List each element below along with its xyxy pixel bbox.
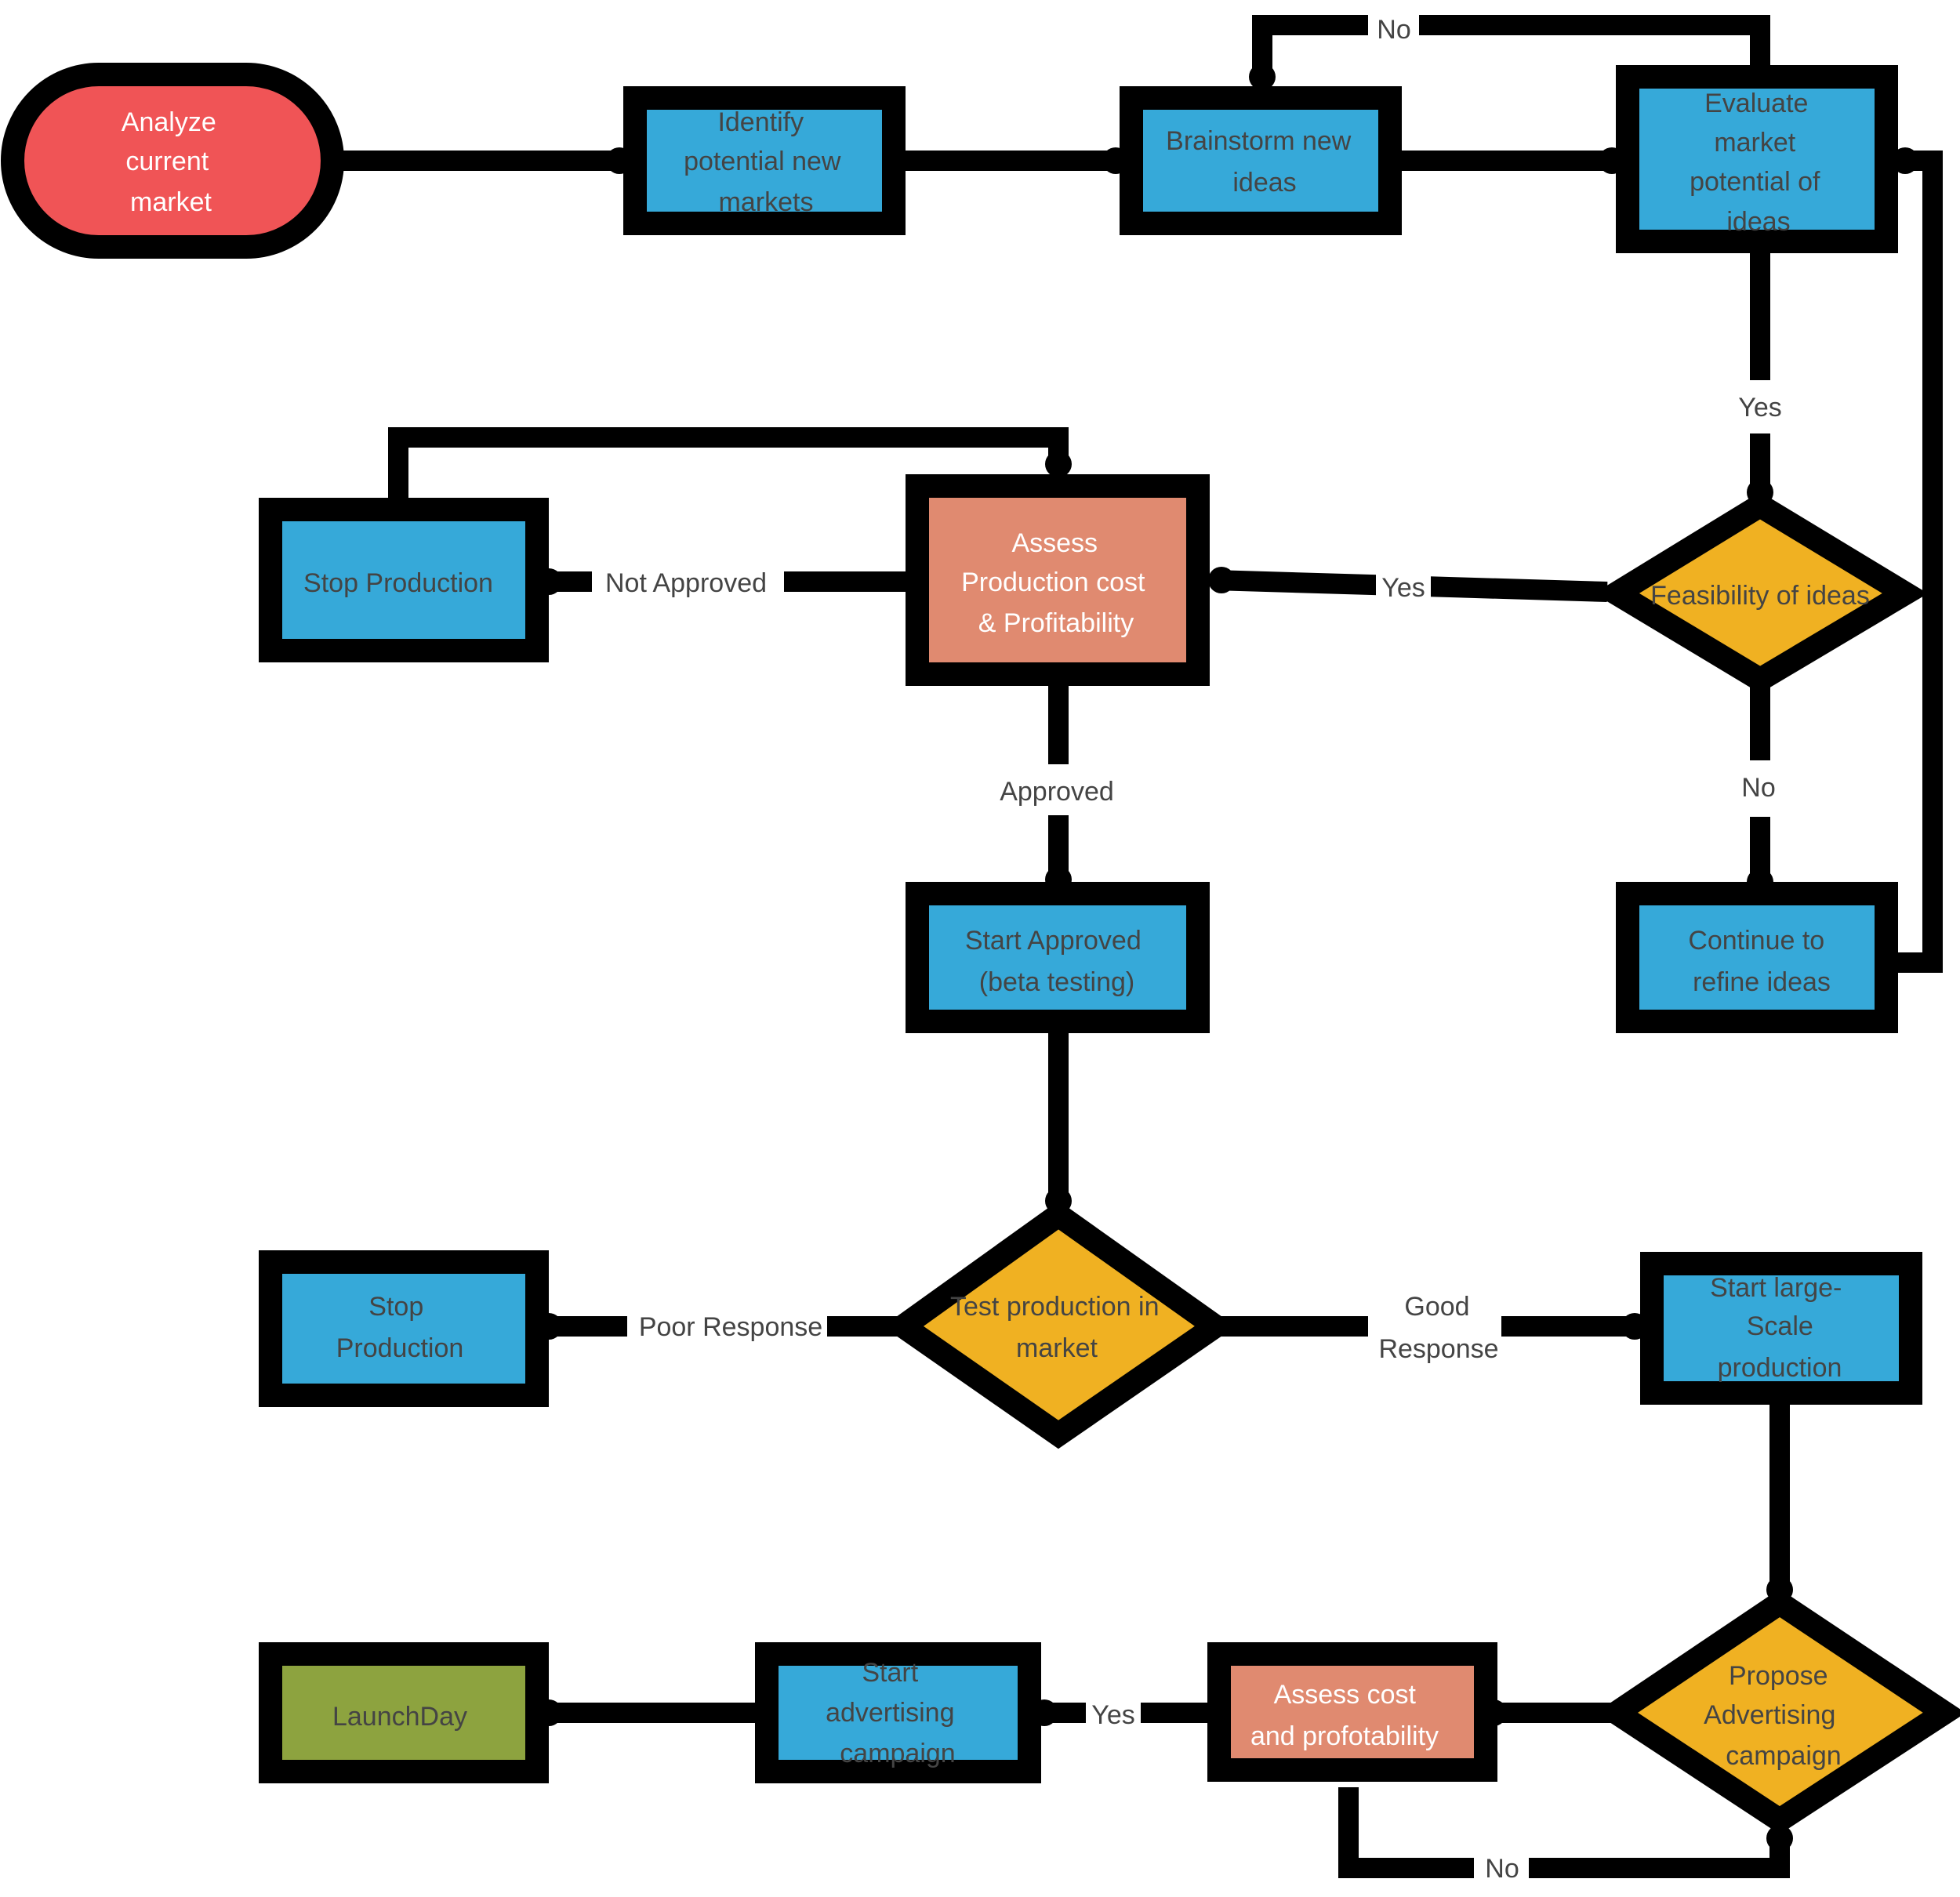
node-propose-shape xyxy=(1595,1588,1960,1834)
node-brainstorm-shape xyxy=(1120,86,1402,235)
edge-label-bg xyxy=(1376,568,1431,609)
node-refine-shape xyxy=(1616,882,1898,1033)
edge-label-bg xyxy=(1368,8,1419,45)
node-beta-shape xyxy=(906,882,1210,1033)
edge-label-feasibility-yes: Yes xyxy=(1381,573,1425,603)
node-refine-label: Continue to refine ideas xyxy=(1688,926,1831,997)
connector-dot xyxy=(1892,147,1918,174)
node-stop1-label: Stop Production xyxy=(303,568,493,598)
node-stop1-shape xyxy=(259,498,549,662)
node-assess-cost-label: Assess cost and profotability xyxy=(1250,1680,1439,1751)
node-evaluate-shape xyxy=(1616,65,1898,253)
node-feasibility-shape xyxy=(1594,491,1929,694)
edge-label-cost-yes: Yes xyxy=(1091,1700,1134,1730)
connector-dot xyxy=(1249,63,1276,90)
node-largescale-label: Start large- Scale production xyxy=(1710,1273,1849,1383)
node-feasibility-label: Feasibility of ideas xyxy=(1650,581,1870,611)
edge-label-approved: Approved xyxy=(1000,777,1114,807)
connector-dot xyxy=(1045,451,1072,477)
connector-dot xyxy=(1208,567,1235,593)
node-assess-prod-label: Assess Production cost & Profitability xyxy=(961,528,1152,638)
node-beta-label: Start Approved (beta testing) xyxy=(965,926,1149,997)
edge-label-bg xyxy=(592,560,784,604)
node-assess-cost-shape xyxy=(1207,1642,1497,1782)
node-advertising-label: Start advertising campaign xyxy=(826,1658,962,1768)
node-stop2-shape xyxy=(259,1250,549,1407)
edge-label-bg xyxy=(1729,380,1791,433)
node-identify-shape xyxy=(623,86,906,235)
node-stop2-label: Stop Production xyxy=(336,1292,464,1363)
edge-label-brainstorm-no: No xyxy=(1377,15,1410,45)
node-largescale-shape xyxy=(1640,1252,1922,1405)
edge-label-not-approved: Not Approved xyxy=(605,568,767,598)
edge-label-bg xyxy=(1368,1282,1501,1372)
node-propose-label: Propose Advertising campaign xyxy=(1704,1661,1843,1771)
edge-label-bg xyxy=(1474,1850,1529,1888)
node-identify-label: Identify potential new markets xyxy=(684,107,848,217)
node-launch-label: LaunchDay xyxy=(332,1702,467,1732)
node-advertising-shape xyxy=(755,1642,1041,1783)
edge-label-bg xyxy=(1729,760,1791,817)
node-test-shape xyxy=(883,1200,1236,1449)
node-brainstorm-label: Brainstorm new ideas xyxy=(1166,126,1359,198)
shapes xyxy=(1,63,1960,1834)
edge-label-cost-no: No xyxy=(1485,1854,1519,1884)
connector-refine-evaluate xyxy=(1893,151,1943,973)
node-analyze-shape xyxy=(1,63,344,259)
node-test-label: Test production in market xyxy=(950,1292,1167,1363)
node-analyze-label: Analyze current market xyxy=(122,107,223,217)
edge-label-bg xyxy=(627,1305,827,1348)
edge-labels: No Yes Yes No Not Approved Approved Poor… xyxy=(592,8,1791,1888)
connector-dot xyxy=(1766,1825,1793,1852)
connector-assess-propose-no xyxy=(1338,1787,1790,1878)
node-assess-prod-shape xyxy=(906,474,1210,686)
edge-label-evaluate-yes: Yes xyxy=(1738,393,1781,423)
edge-label-bg xyxy=(1086,1692,1141,1735)
node-evaluate-label: Evaluate market potential of ideas xyxy=(1690,89,1828,237)
node-labels: Analyze current market Identify potentia… xyxy=(122,89,1870,1771)
node-launch-shape xyxy=(259,1642,549,1783)
edge-label-feasibility-no: No xyxy=(1741,773,1775,803)
connector-evaluate-brainstorm-no xyxy=(1252,15,1770,72)
edge-label-poor-response: Poor Response xyxy=(639,1312,822,1342)
edge-label-bg xyxy=(984,764,1133,815)
